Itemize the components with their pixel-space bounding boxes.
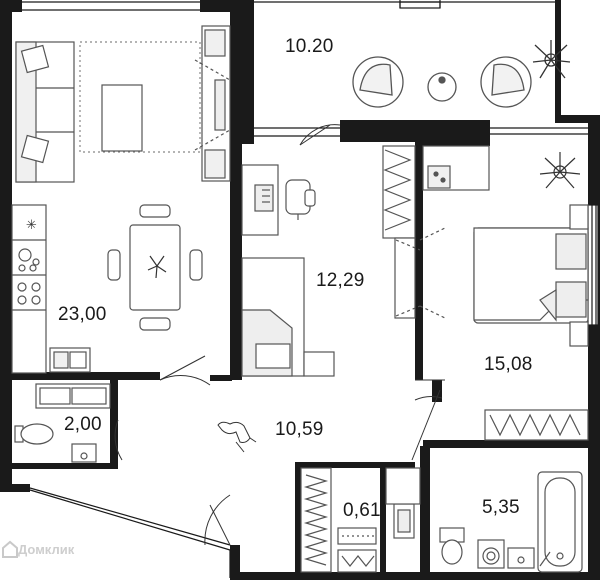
- living-furniture: ✳: [11, 25, 231, 374]
- wc-fixtures: [14, 383, 111, 463]
- cat-icon: [217, 421, 257, 453]
- area-label-bathroom: 5,35: [482, 497, 520, 518]
- bedroom-plant-icon: [539, 152, 581, 189]
- area-label-wc: 2,00: [64, 414, 102, 435]
- round-table-icon: [427, 72, 457, 102]
- bedroom-furniture: [422, 145, 589, 441]
- kitchen-counter: [11, 204, 47, 374]
- plant-icon: [532, 40, 571, 79]
- area-label-bedroom: 15,08: [484, 354, 533, 375]
- door-swings: [114, 124, 445, 546]
- hob-icon: [18, 248, 40, 272]
- table-flower-icon: [147, 255, 167, 279]
- area-label-closet: 0,61: [343, 500, 381, 521]
- dresser-icon: [484, 409, 589, 441]
- area-label-hall: 10,59: [275, 419, 324, 440]
- area-label-study: 12,29: [316, 270, 365, 291]
- stove-icon: [17, 282, 41, 305]
- area-label-living-kitchen: 23,00: [58, 304, 107, 325]
- svg-text:✳: ✳: [26, 218, 37, 233]
- hall-items: [217, 421, 257, 453]
- balcony-furniture: [352, 40, 571, 108]
- study-furniture: [241, 145, 446, 377]
- watermark-text: Домклик: [18, 542, 75, 557]
- house-icon: [2, 540, 18, 558]
- closet-bath-fixtures: [300, 467, 583, 573]
- area-label-balcony: 10.20: [285, 36, 334, 57]
